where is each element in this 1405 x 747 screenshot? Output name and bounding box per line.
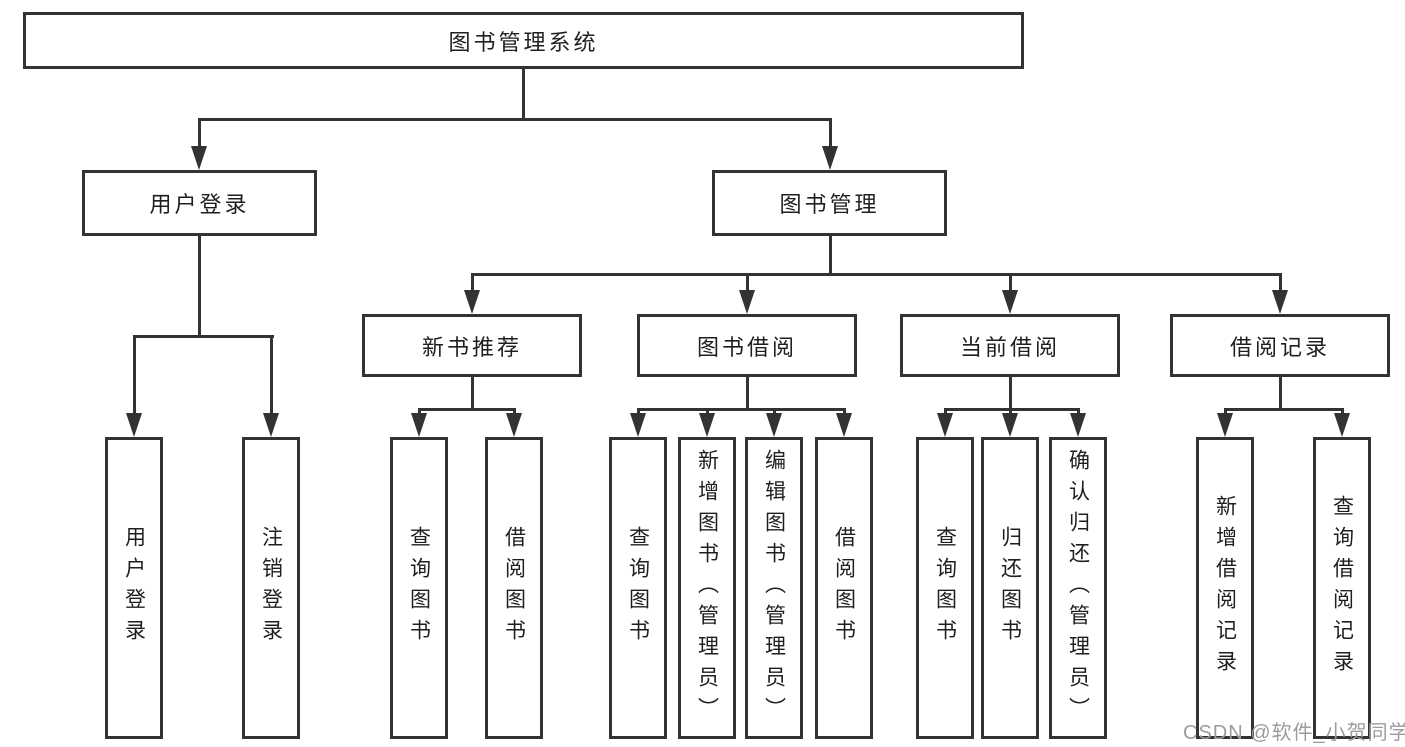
connector-borrow-records-drop bbox=[1278, 273, 1282, 293]
connector-borrow-records-split bbox=[1223, 408, 1344, 411]
leaf-bb-edit-books-admin-label: 编辑图书（管理员） bbox=[762, 448, 786, 728]
arrow-nb-borrow-books bbox=[506, 413, 522, 437]
leaf-bb-add-books-admin: 新增图书（管理员） bbox=[678, 437, 736, 739]
leaf-bb-edit-books-admin: 编辑图书（管理员） bbox=[745, 437, 803, 739]
watermark: CSDN @软件_小贺同学 bbox=[1183, 722, 1405, 744]
connector-current-borrow-split bbox=[943, 408, 1080, 411]
arrow-leaf-logout bbox=[263, 413, 279, 437]
arrow-book-management bbox=[822, 146, 838, 170]
leaf-bb-query-books: 查询图书 bbox=[609, 437, 667, 739]
connector-leaf-user-login-drop bbox=[132, 335, 136, 417]
leaf-br-query-record-label: 查询借阅记录 bbox=[1330, 495, 1354, 681]
arrow-leaf-user-login bbox=[126, 413, 142, 437]
node-root: 图书管理系统 bbox=[23, 12, 1024, 69]
connector-bb-edit-drop bbox=[772, 408, 776, 417]
node-book-management: 图书管理 bbox=[712, 170, 947, 236]
connector-cb-query-drop bbox=[943, 408, 947, 417]
leaf-cb-confirm-return-admin: 确认归还（管理员） bbox=[1049, 437, 1107, 739]
leaf-br-add-record: 新增借阅记录 bbox=[1196, 437, 1254, 739]
node-book-borrow-label: 图书借阅 bbox=[696, 334, 797, 360]
connector-nb-query-drop bbox=[417, 408, 421, 417]
node-user-login: 用户登录 bbox=[82, 170, 317, 236]
leaf-nb-query-books: 查询图书 bbox=[390, 437, 448, 739]
arrow-new-book-recommend bbox=[464, 290, 480, 314]
connector-bb-borrow-drop bbox=[842, 408, 846, 417]
connector-book-borrow-split bbox=[636, 408, 846, 411]
leaf-nb-borrow-books-label: 借阅图书 bbox=[502, 526, 526, 650]
leaf-cb-query-books: 查询图书 bbox=[916, 437, 974, 739]
connector-book-borrow-drop bbox=[745, 273, 749, 293]
connector-leaf-logout-drop bbox=[269, 335, 273, 417]
leaf-bb-query-books-label: 查询图书 bbox=[626, 526, 650, 650]
node-book-borrow: 图书借阅 bbox=[637, 314, 857, 377]
connector-user-login-split bbox=[132, 335, 274, 338]
node-user-login-label: 用户登录 bbox=[149, 192, 250, 217]
arrow-borrow-records bbox=[1272, 290, 1288, 314]
connector-cb-return-drop bbox=[1008, 408, 1012, 417]
arrow-bb-add-books bbox=[699, 413, 715, 437]
node-book-management-label: 图书管理 bbox=[779, 192, 880, 217]
node-borrow-records-label: 借阅记录 bbox=[1229, 334, 1330, 360]
arrow-book-borrow bbox=[739, 290, 755, 314]
arrow-br-query-record bbox=[1334, 413, 1350, 437]
leaf-cb-return-books: 归还图书 bbox=[981, 437, 1039, 739]
leaf-cb-return-books-label: 归还图书 bbox=[998, 526, 1022, 650]
connector-user-login-drop bbox=[197, 118, 201, 150]
leaf-nb-borrow-books: 借阅图书 bbox=[485, 437, 543, 739]
leaf-nb-query-books-label: 查询图书 bbox=[407, 526, 431, 650]
arrow-nb-query-books bbox=[411, 413, 427, 437]
arrow-cb-query-books bbox=[937, 413, 953, 437]
connector-new-book-drop bbox=[470, 273, 474, 293]
connector-borrow-records-stem bbox=[1278, 377, 1282, 408]
connector-book-management-drop bbox=[828, 118, 832, 150]
leaf-logout-label: 注销登录 bbox=[259, 526, 283, 650]
connector-new-book-split bbox=[417, 408, 516, 411]
connector-user-login-stem bbox=[197, 236, 201, 335]
arrow-cb-return-books bbox=[1002, 413, 1018, 437]
arrow-current-borrow bbox=[1002, 290, 1018, 314]
node-borrow-records: 借阅记录 bbox=[1170, 314, 1390, 377]
arrow-bb-query-books bbox=[630, 413, 646, 437]
connector-root-split bbox=[197, 118, 832, 121]
connector-current-borrow-stem bbox=[1008, 377, 1012, 408]
node-current-borrow-label: 当前借阅 bbox=[959, 334, 1060, 360]
node-new-book-recommend-label: 新书推荐 bbox=[421, 334, 522, 360]
leaf-bb-borrow-books: 借阅图书 bbox=[815, 437, 873, 739]
leaf-user-login-label: 用户登录 bbox=[122, 526, 146, 650]
leaf-user-login: 用户登录 bbox=[105, 437, 163, 739]
connector-nb-borrow-drop bbox=[512, 408, 516, 417]
arrow-cb-confirm-return bbox=[1070, 413, 1086, 437]
leaf-cb-confirm-return-admin-label: 确认归还（管理员） bbox=[1066, 448, 1090, 728]
connector-root-stem bbox=[521, 69, 525, 118]
connector-br-add-drop bbox=[1223, 408, 1227, 417]
connector-bb-add-drop bbox=[705, 408, 709, 417]
leaf-br-query-record: 查询借阅记录 bbox=[1313, 437, 1371, 739]
arrow-br-add-record bbox=[1217, 413, 1233, 437]
leaf-br-add-record-label: 新增借阅记录 bbox=[1213, 495, 1237, 681]
connector-book-management-split bbox=[470, 273, 1282, 276]
node-current-borrow: 当前借阅 bbox=[900, 314, 1120, 377]
leaf-bb-add-books-admin-label: 新增图书（管理员） bbox=[695, 448, 719, 728]
connector-book-management-stem bbox=[828, 236, 832, 273]
leaf-bb-borrow-books-label: 借阅图书 bbox=[832, 526, 856, 650]
node-root-label: 图书管理系统 bbox=[448, 29, 599, 55]
connector-br-query-drop bbox=[1340, 408, 1344, 417]
connector-new-book-stem bbox=[470, 377, 474, 408]
connector-book-borrow-stem bbox=[745, 377, 749, 408]
leaf-logout: 注销登录 bbox=[242, 437, 300, 739]
connector-cb-confirm-drop bbox=[1076, 408, 1080, 417]
arrow-bb-borrow-books bbox=[836, 413, 852, 437]
node-new-book-recommend: 新书推荐 bbox=[362, 314, 582, 377]
arrow-bb-edit-books bbox=[766, 413, 782, 437]
connector-bb-query-drop bbox=[636, 408, 640, 417]
arrow-user-login bbox=[191, 146, 207, 170]
leaf-cb-query-books-label: 查询图书 bbox=[933, 526, 957, 650]
connector-current-borrow-drop bbox=[1008, 273, 1012, 293]
